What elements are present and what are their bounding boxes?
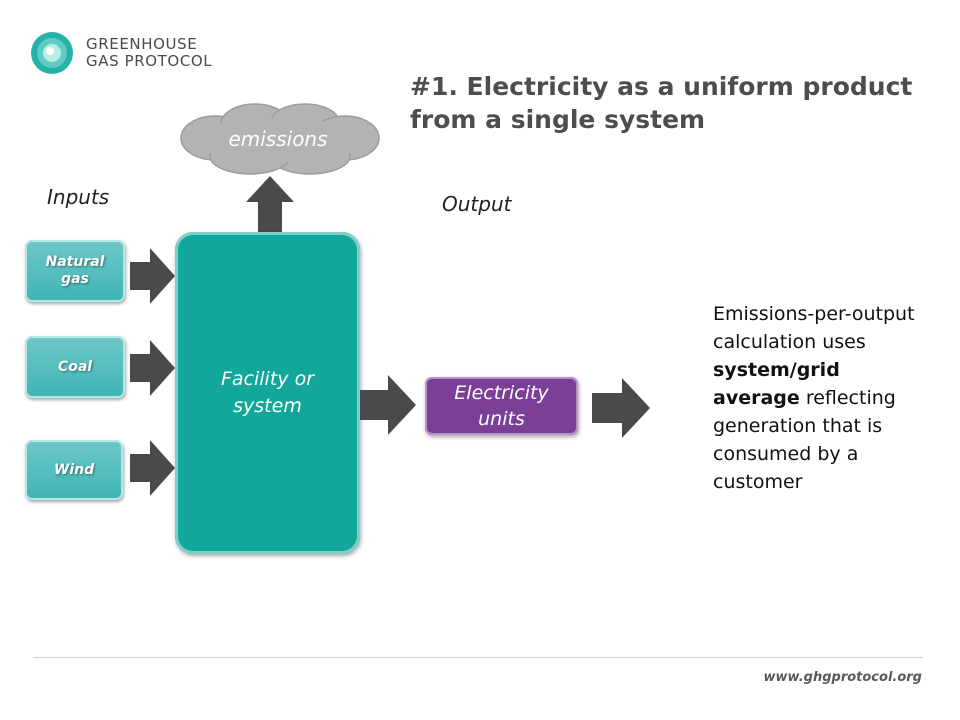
- logo-line-2: GAS PROTOCOL: [86, 52, 213, 70]
- electricity-line-1: Electricity: [454, 382, 549, 404]
- emissions-label: emissions: [228, 127, 328, 151]
- logo-text: GREENHOUSE GAS PROTOCOL: [86, 36, 212, 70]
- input-wind-label: Wind: [53, 461, 95, 478]
- description-text-1: Emissions-per-output calculation uses: [713, 303, 915, 353]
- up-arrow-icon: [246, 176, 294, 234]
- coal-arrow-icon: [130, 340, 175, 396]
- calculation-description: Emissions-per-output calculation uses sy…: [713, 300, 928, 496]
- input-wind: Wind: [25, 440, 123, 500]
- facility-box: Facility or system: [175, 232, 360, 554]
- input-coal-label: Coal: [57, 358, 93, 375]
- input-natural-gas: Natural gas: [25, 240, 125, 302]
- calculation-arrow-icon: [592, 378, 650, 438]
- footer-divider: [33, 657, 923, 658]
- title-line-2: from a single system: [410, 105, 706, 134]
- logo: GREENHOUSE GAS PROTOCOL: [30, 28, 250, 78]
- natural-gas-arrow-icon: [130, 248, 175, 304]
- inputs-label: Inputs: [47, 185, 110, 209]
- facility-line-1: Facility or: [220, 368, 315, 390]
- output-label: Output: [442, 192, 512, 216]
- description-text-2: reflecting generation that is consumed b…: [713, 387, 896, 493]
- input-natural-gas-line-1: Natural: [45, 254, 105, 270]
- input-coal: Coal: [25, 336, 125, 398]
- description-bold: system/grid average: [713, 359, 840, 409]
- facility-output-arrow-icon: [360, 375, 416, 435]
- title-line-1: #1. Electricity as a uniform product: [410, 72, 913, 101]
- facility-line-2: system: [233, 395, 302, 417]
- input-natural-gas-line-2: gas: [61, 271, 89, 287]
- page-title: #1. Electricity as a uniform product fro…: [410, 70, 950, 136]
- electricity-line-2: units: [478, 408, 525, 430]
- logo-line-1: GREENHOUSE: [86, 35, 198, 53]
- emissions-cloud-icon: [180, 103, 380, 175]
- electricity-units-box: Electricity units: [425, 377, 578, 435]
- wind-arrow-icon: [130, 440, 175, 496]
- ghg-logo-icon: [31, 32, 73, 74]
- footer-url[interactable]: www.ghgprotocol.org: [763, 670, 922, 685]
